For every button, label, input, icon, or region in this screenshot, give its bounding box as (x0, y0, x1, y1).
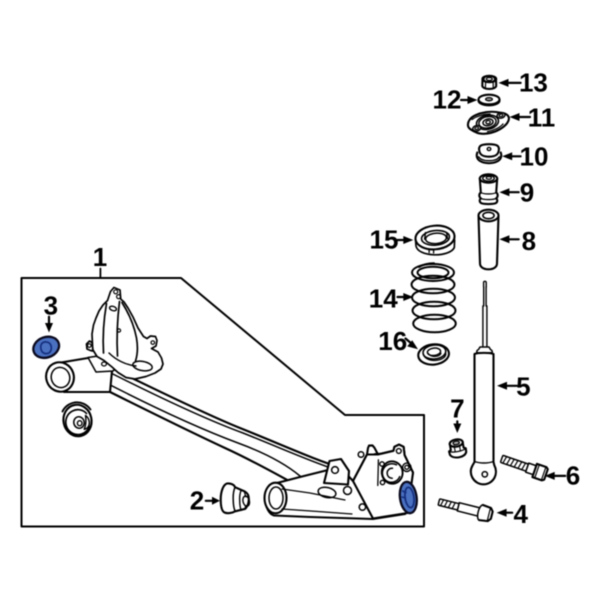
svg-text:4: 4 (513, 499, 528, 529)
svg-text:5: 5 (516, 371, 530, 401)
svg-text:8: 8 (522, 226, 536, 256)
svg-text:7: 7 (450, 393, 464, 423)
svg-text:12: 12 (433, 84, 462, 114)
svg-text:14: 14 (369, 284, 398, 314)
svg-text:3: 3 (44, 290, 58, 320)
svg-text:1: 1 (93, 242, 107, 272)
svg-text:11: 11 (528, 102, 556, 132)
svg-text:2: 2 (190, 485, 204, 515)
svg-text:6: 6 (566, 461, 580, 491)
svg-text:9: 9 (520, 177, 534, 207)
svg-text:15: 15 (370, 225, 399, 255)
svg-text:13: 13 (519, 67, 548, 97)
svg-text:10: 10 (520, 141, 549, 171)
svg-text:16: 16 (378, 326, 407, 356)
